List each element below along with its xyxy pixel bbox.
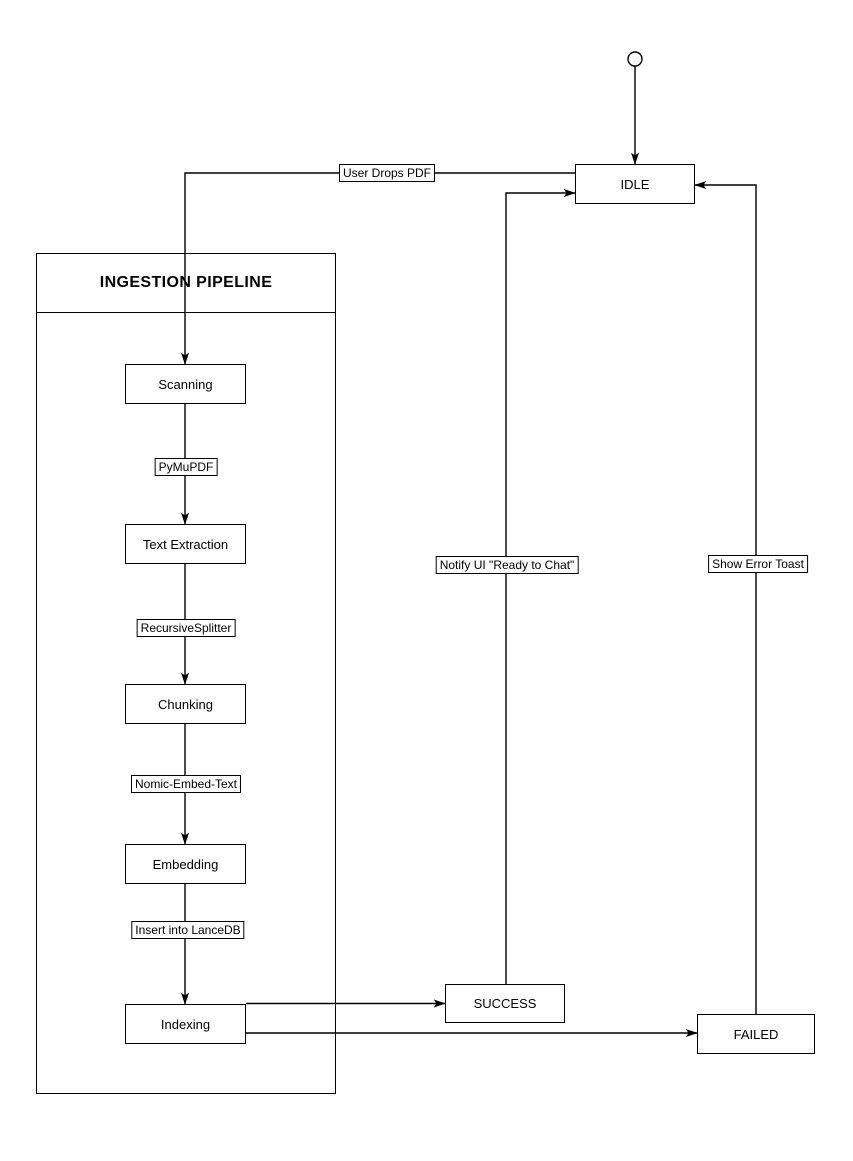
state-embedding: Embedding <box>125 844 246 884</box>
edge-success-to-idle <box>505 189 576 984</box>
state-scanning: Scanning <box>125 364 246 404</box>
initial-state-icon <box>627 51 643 67</box>
state-chunking: Chunking <box>125 684 246 724</box>
edge-idle-to-scanning <box>181 172 575 365</box>
edge-failed-to-idle <box>694 181 757 1014</box>
state-indexing: Indexing <box>125 1004 246 1044</box>
edge-label-show-error-toast: Show Error Toast <box>708 555 808 573</box>
pipeline-title: INGESTION PIPELINE <box>37 254 335 313</box>
state-failed: FAILED <box>697 1014 815 1054</box>
edge-label-pymupdf: PyMuPDF <box>154 458 218 476</box>
pipeline-container: INGESTION PIPELINE <box>36 253 336 1094</box>
edge-label-notify-ui-ready-to-chat: Notify UI "Ready to Chat" <box>435 556 579 574</box>
edge-label-nomic-embed-text: Nomic-Embed-Text <box>130 775 242 793</box>
state-idle: IDLE <box>575 164 695 204</box>
state-text-extraction: Text Extraction <box>125 524 246 564</box>
state-success: SUCCESS <box>445 984 565 1023</box>
edge-label-recursivesplitter: RecursiveSplitter <box>136 619 236 637</box>
edge-label-insert-into-lancedb: Insert into LanceDB <box>131 921 245 939</box>
edge-label-user-drops-pdf: User Drops PDF <box>338 164 436 182</box>
